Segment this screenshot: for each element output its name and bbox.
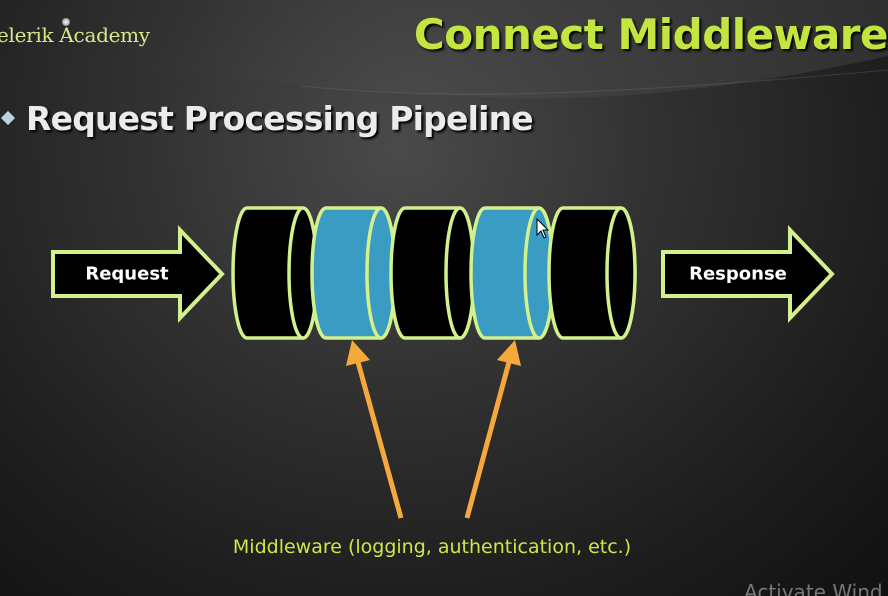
middleware-pointer-arrow-1 <box>346 340 404 519</box>
activation-watermark: Activate Wind <box>744 580 883 596</box>
response-label: Response <box>689 263 787 285</box>
header-swoosh <box>0 0 888 99</box>
cylinder-3 <box>389 206 476 340</box>
cylinder-2 <box>310 206 397 340</box>
middleware-caption: Middleware (logging, authentication, etc… <box>232 536 632 558</box>
cylinder-5 <box>547 206 637 340</box>
response-arrow <box>661 225 835 323</box>
logo-star-icon <box>62 18 70 26</box>
academy-logo: elerik Academy <box>0 23 150 47</box>
bullet-item: Request Processing Pipeline <box>0 94 534 142</box>
request-label: Request <box>85 263 169 285</box>
request-arrow <box>51 225 225 323</box>
bullet-text: Request Processing Pipeline <box>26 98 534 138</box>
middleware-pointer-arrow-2 <box>464 340 521 519</box>
cylinder-4 <box>469 206 555 340</box>
cylinder-1 <box>231 206 319 340</box>
slide-title: Connect Middleware <box>413 10 888 59</box>
